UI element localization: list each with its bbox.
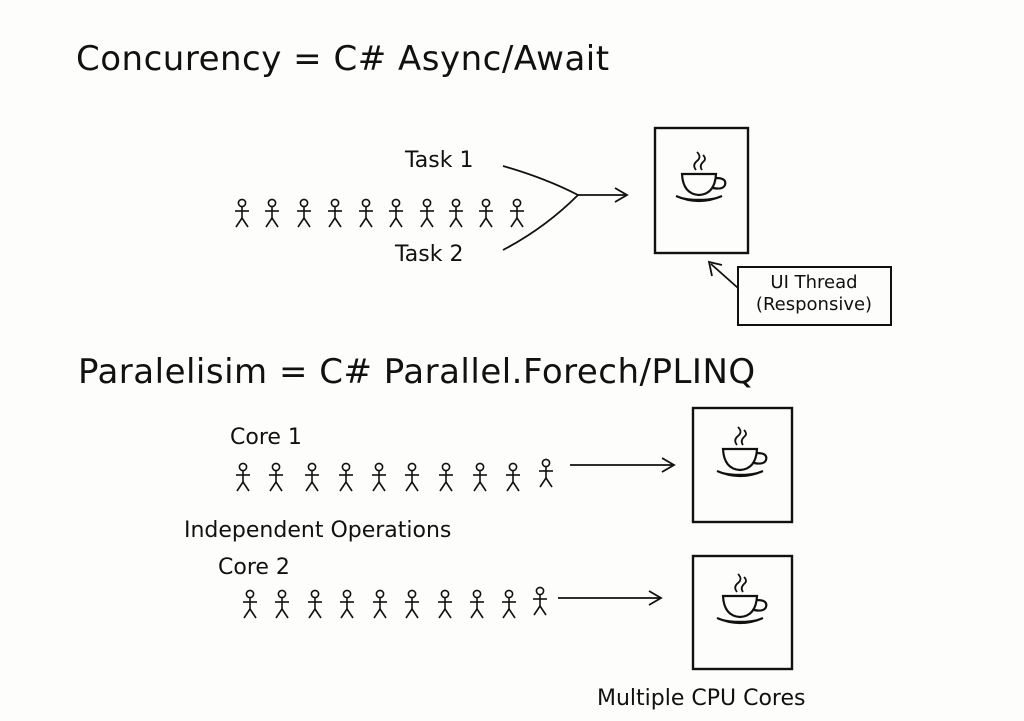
task1-label: Task 1 [405,148,474,173]
stick-figure-icon [538,458,554,488]
stick-figure-icon [501,589,517,619]
stick-figure-icon [338,462,354,492]
core1-figures [235,458,554,492]
coffee-cup-icon [715,425,768,478]
stick-figure-icon [438,462,454,492]
core2-screen-box [691,554,794,671]
ui-thread-line2: (Responsive) [755,294,873,315]
stick-figure-icon [234,198,250,228]
concurrency-connectors [502,165,629,251]
stick-figure-icon [327,198,343,228]
stick-figure-icon [532,586,548,616]
stick-figure-icon [388,198,404,228]
stick-figure-icon [505,462,521,492]
stick-figure-icon [296,198,312,228]
stick-figure-icon [469,589,485,619]
stick-figure-icon [404,589,420,619]
task2-line [502,194,579,251]
stick-figure-icon [235,462,251,492]
stick-figure-icon [472,462,488,492]
stick-figure-icon [437,589,453,619]
multiple-cpu-cores-label: Multiple CPU Cores [597,686,806,711]
stick-figure-icon [264,198,280,228]
stick-figure-icon [404,462,420,492]
ui-thread-label: UI Thread (Responsive) [738,272,890,316]
independent-operations-label: Independent Operations [184,518,452,543]
stick-figure-icon [268,462,284,492]
stick-figure-icon [274,589,290,619]
stick-figure-icon [307,589,323,619]
stick-figure-icon [372,589,388,619]
ui-thread-callout-box [737,266,892,326]
stick-figure-icon [448,198,464,228]
ui-screen-box [653,126,750,255]
stick-figure-icon [339,589,355,619]
concurrency-figures [234,198,525,228]
core2-arrow [558,590,663,606]
stick-figure-icon [509,198,525,228]
core1-label: Core 1 [230,425,302,450]
ui-thread-line1: UI Thread [770,272,858,293]
stick-figure-icon [478,198,494,228]
stick-figure-icon [304,462,320,492]
ui-thread-pointer [707,260,739,289]
stick-figure-icon [242,589,258,619]
task2-label: Task 2 [395,242,464,267]
core2-label: Core 2 [218,555,290,580]
task1-line [502,165,579,196]
stick-figure-icon [419,198,435,228]
core1-arrow [570,457,676,473]
coffee-cup-icon [674,150,727,203]
parallelism-title: Paralelisim = C# Parallel.Forech/PLINQ [78,352,756,392]
core1-screen-box [691,406,794,524]
coffee-cup-icon [715,572,768,625]
stick-figure-icon [358,198,374,228]
merge-arrowhead [614,187,629,203]
core2-figures [242,586,548,619]
concurrency-title: Concurency = C# Async/Await [76,39,610,79]
stick-figure-icon [371,462,387,492]
